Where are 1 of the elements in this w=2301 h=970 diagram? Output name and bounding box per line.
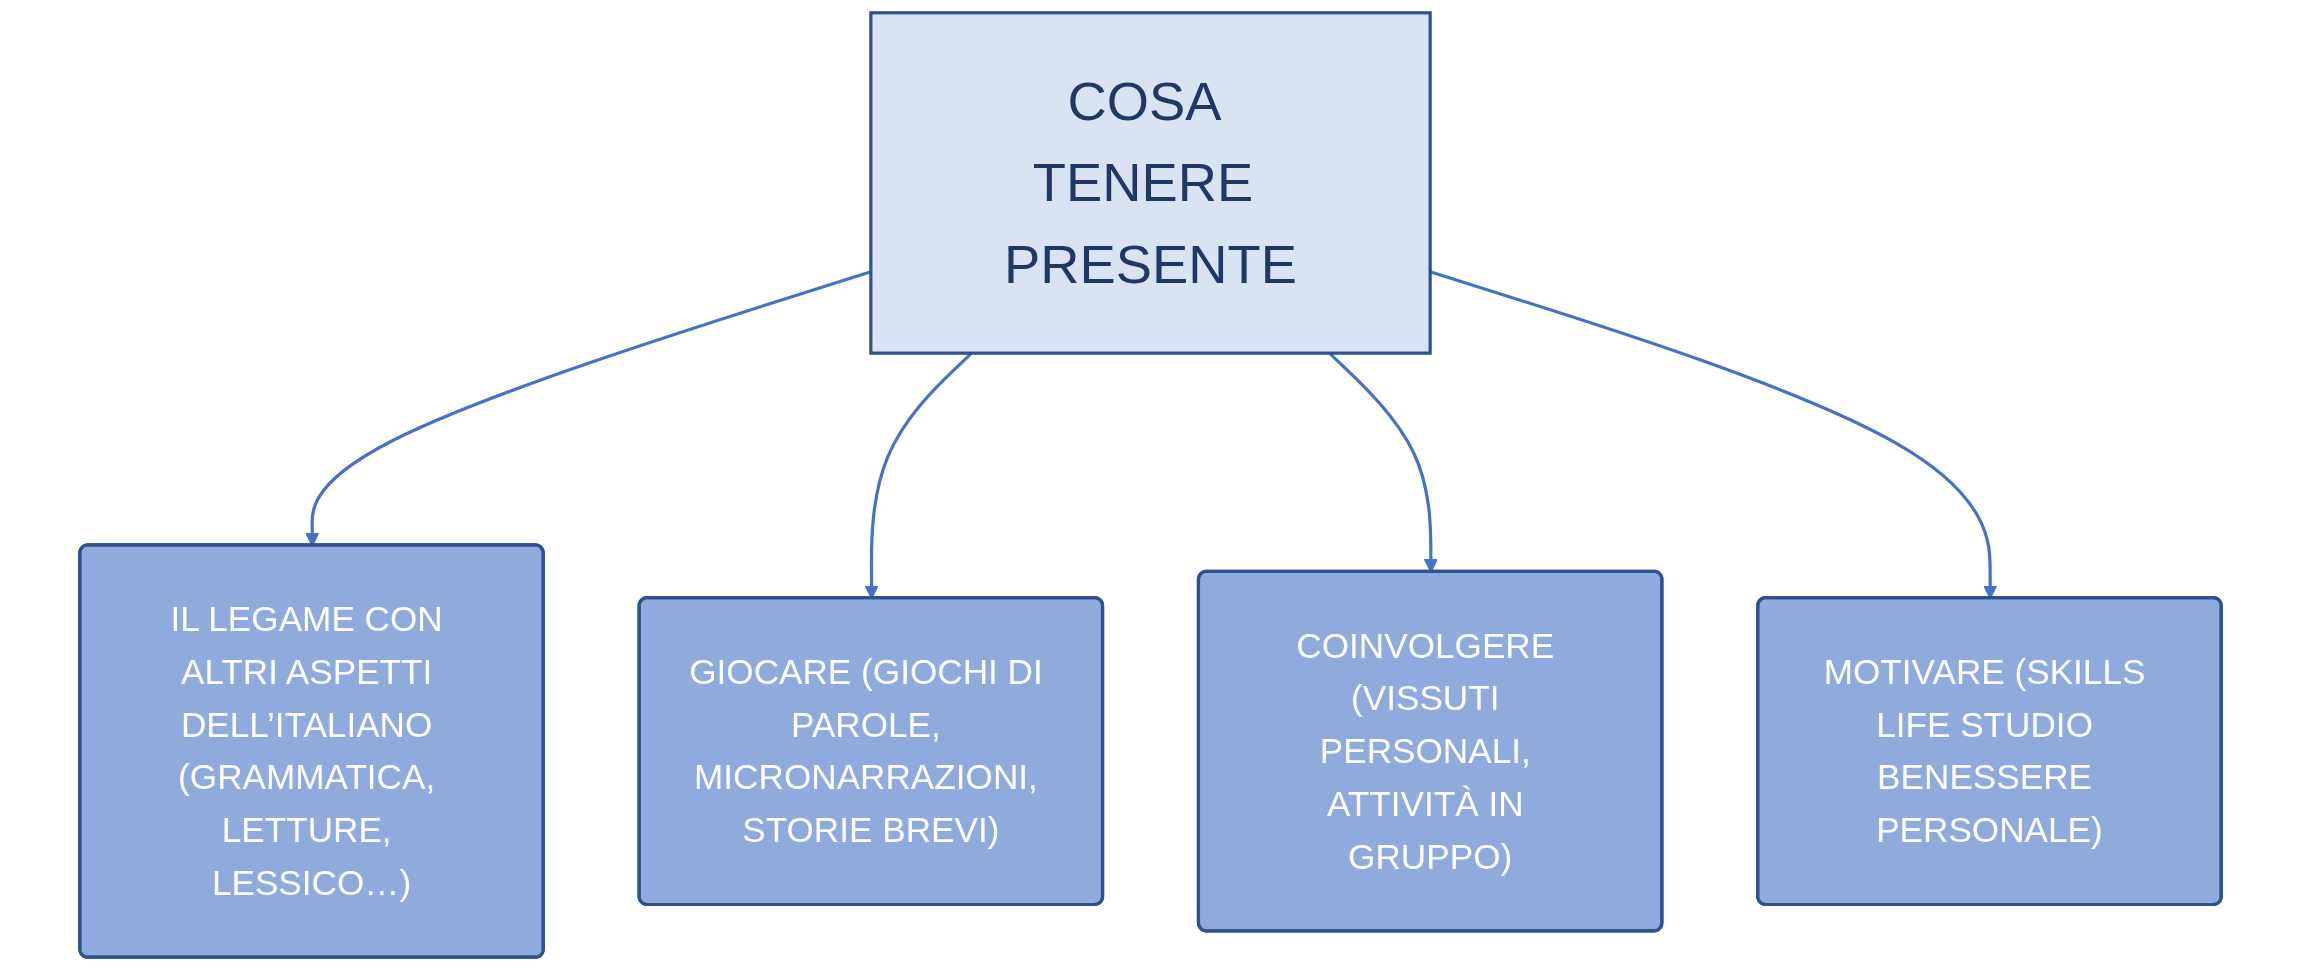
node-box: COSA TENERE PRESENTE xyxy=(869,11,1432,355)
